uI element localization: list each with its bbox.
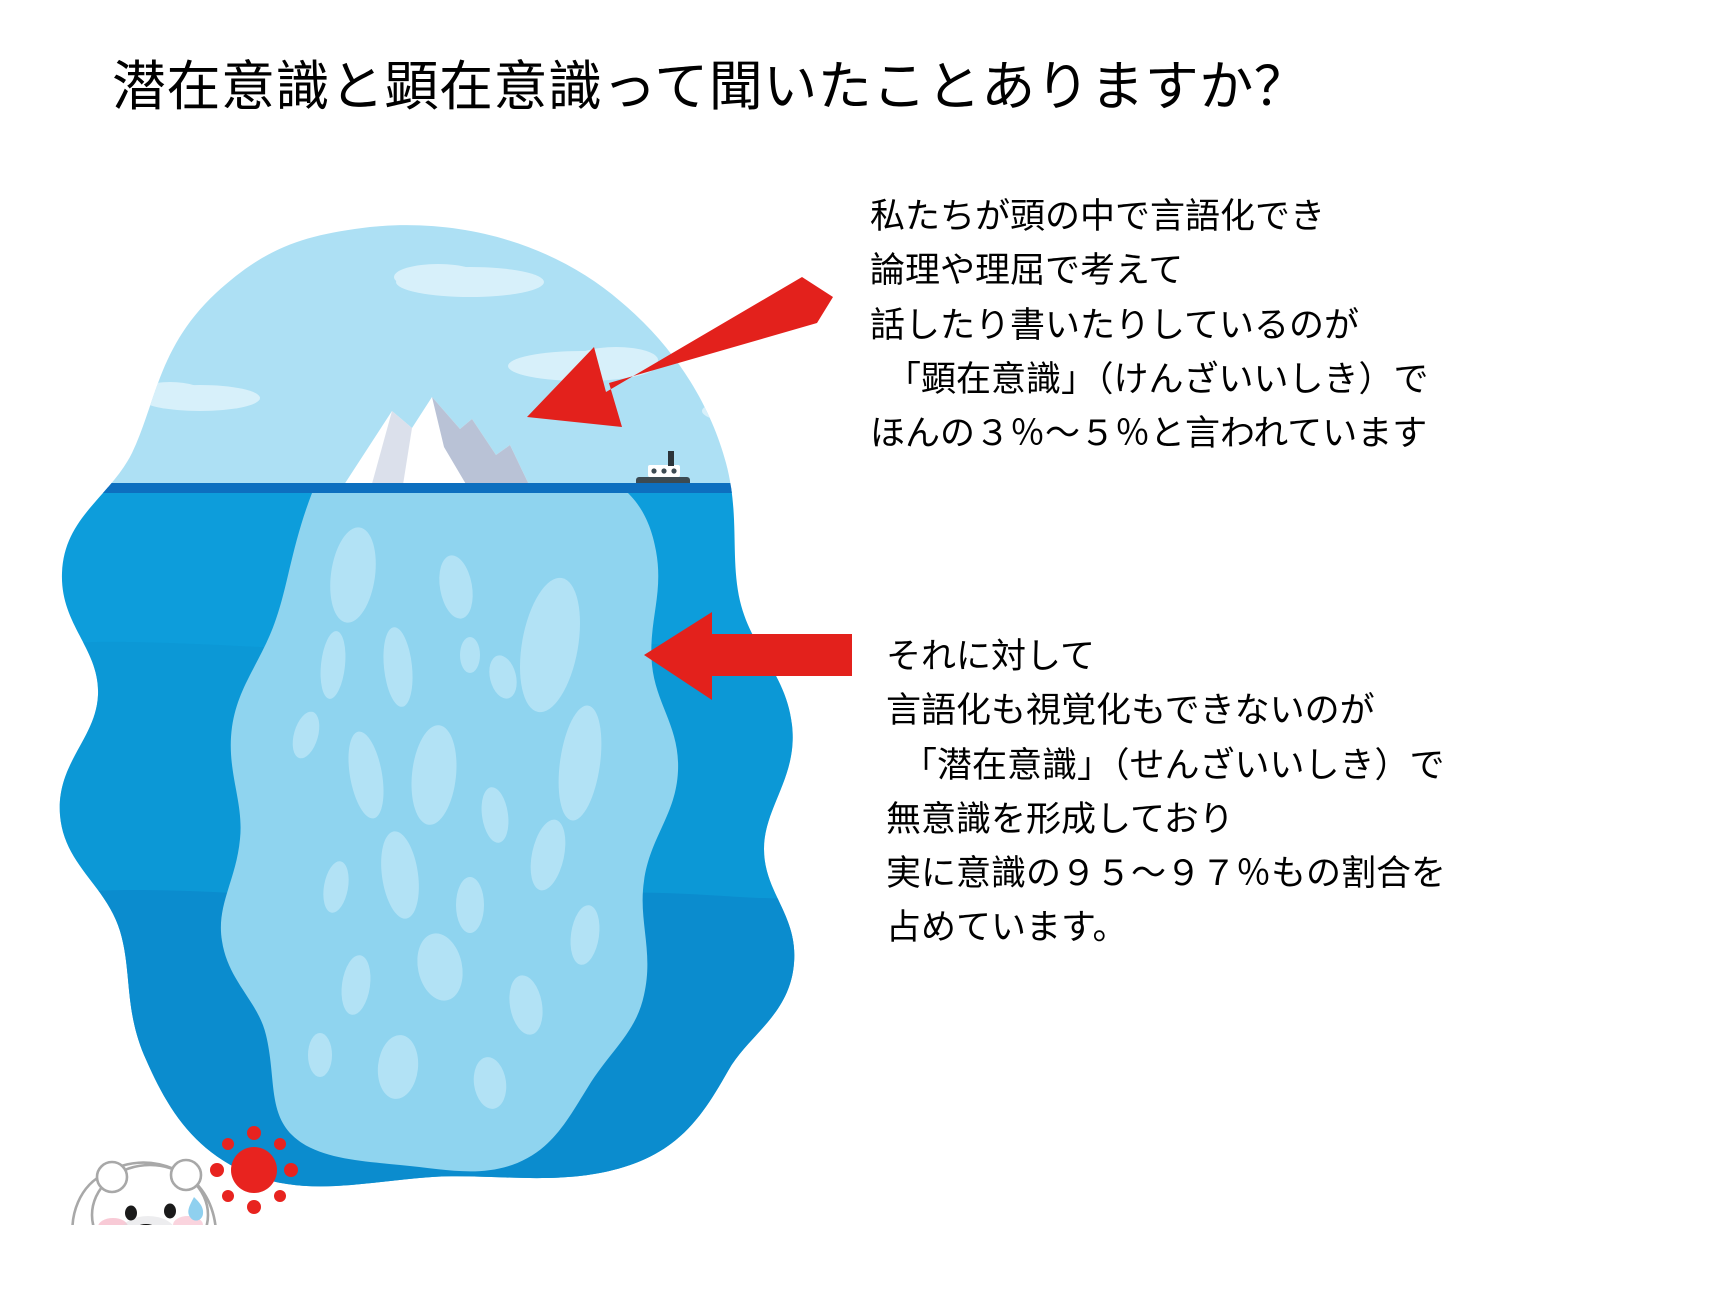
subconscious-line-3: 「潜在意識」（せんざいいしき）で <box>902 745 1445 785</box>
page-title: 潜在意識と顕在意識って聞いたことありますか？ <box>112 57 1309 117</box>
iceberg-tip <box>340 397 532 491</box>
conscious-line-5: ほんの３％～５％と言われています <box>870 414 1428 453</box>
subconscious-line-4: 無意識を形成しており <box>886 799 1234 839</box>
iceberg-illustration <box>40 215 830 1225</box>
horizon-line <box>59 483 795 493</box>
conscious-description: 私たちが頭の中で言語化でき 論理や理屈で考えて 話したり書いたりしているのが 「… <box>870 190 1429 461</box>
subconscious-line-6: 占めています。 <box>886 908 1128 948</box>
subconscious-line-5: 実に意識の９５～９７％もの割合を <box>886 854 1447 893</box>
conscious-line-3: 話したり書いたりしているのが <box>870 305 1359 345</box>
conscious-line-1: 私たちが頭の中で言語化でき <box>870 197 1326 236</box>
conscious-line-2: 論理や理屈で考えて <box>870 251 1184 291</box>
sea <box>59 483 795 1187</box>
subconscious-line-2: 言語化も視覚化もできないのが <box>886 691 1375 731</box>
subconscious-description: それに対して 言語化も視覚化もできないのが 「潜在意識」（せんざいいしき）で 無… <box>886 630 1446 956</box>
iceberg-underwater <box>220 493 679 1172</box>
sun-icon <box>210 1126 298 1214</box>
subconscious-line-1: それに対して <box>886 637 1095 676</box>
polar-bear <box>71 1158 217 1225</box>
sky <box>59 225 795 491</box>
conscious-line-4: 「顕在意識」（けんざいいしき）で <box>886 359 1429 399</box>
